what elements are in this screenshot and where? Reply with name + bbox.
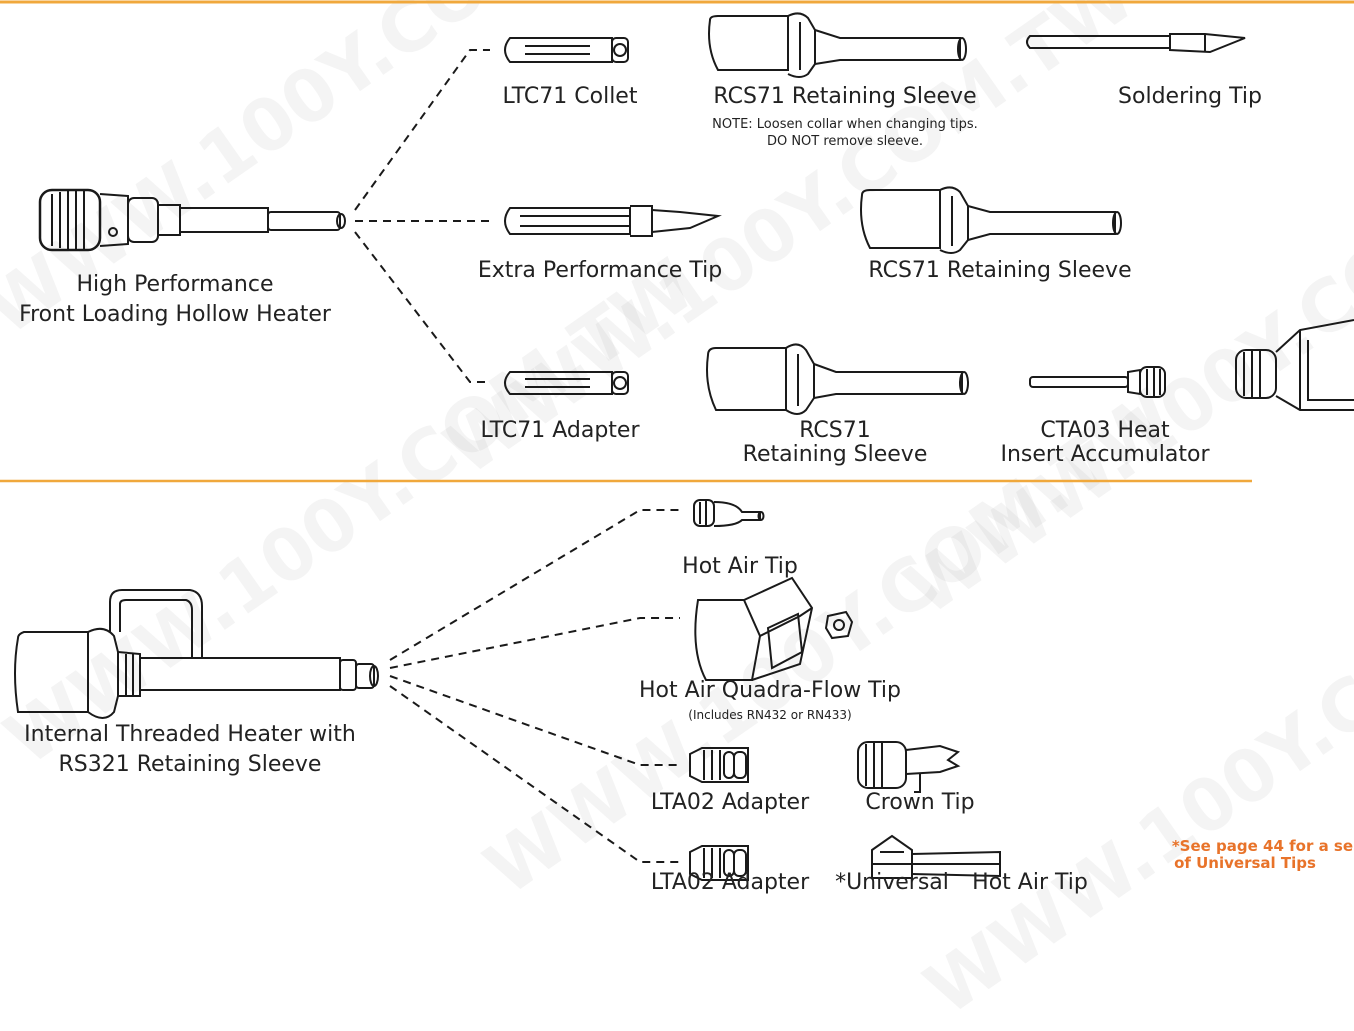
hot-air-tip-label: Hot Air Tip — [640, 554, 840, 580]
quadra-flow-note: (Includes RN432 or RN433) — [640, 708, 900, 722]
note-line2: DO NOT remove sleeve. — [640, 134, 1050, 150]
lta02-adapter-label: LTA02 Adapter — [630, 790, 830, 816]
universal-hot-air-label: Hot Air Tip — [955, 870, 1105, 896]
extra-performance-tip-label: Extra Performance Tip — [450, 258, 750, 284]
heat-accumulator-icon — [1030, 367, 1165, 397]
connector-lines-top — [355, 50, 495, 382]
accumulator-label-line1: CTA03 Heat — [1020, 418, 1190, 444]
adapter-icon — [505, 372, 628, 394]
sleeve-label: RCS71 Retaining Sleeve — [840, 258, 1160, 284]
retaining-sleeve-icon — [707, 344, 968, 414]
extra-performance-tip-icon — [505, 206, 718, 236]
threaded-heater-label-line1: Internal Threaded Heater with — [0, 722, 380, 748]
sleeve-label-line2: Retaining Sleeve — [720, 442, 950, 468]
lta02-adapter-icon — [690, 748, 748, 782]
lta02-adapter-label: LTA02 Adapter — [630, 870, 830, 896]
heater-label-line2: Front Loading Hollow Heater — [0, 302, 350, 328]
universal-label: *Universal — [822, 870, 962, 896]
accumulator-label-line2: Insert Accumulator — [980, 442, 1230, 468]
quadra-flow-label: Hot Air Quadra-Flow Tip — [620, 678, 920, 704]
adapter-label: LTC71 Adapter — [460, 418, 660, 444]
sleeve-label: RCS71 Retaining Sleeve — [700, 84, 990, 110]
hot-air-tip-icon — [694, 500, 764, 526]
quadra-flow-tip-icon — [695, 578, 812, 680]
collet-icon — [505, 38, 628, 62]
hot-air-nozzle-partial-icon — [1236, 320, 1354, 410]
rn-nozzle-icon — [826, 612, 852, 638]
diagram-canvas: WWW.100Y.COM.TW WWW.100Y.COM.TW WWW.100Y… — [0, 0, 1354, 896]
collet-label: LTC71 Collet — [490, 84, 650, 110]
threaded-heater-label-line2: RS321 Retaining Sleeve — [0, 752, 380, 778]
heater-icon — [40, 190, 345, 250]
threaded-heater-icon — [15, 590, 378, 718]
heater-label-line1: High Performance — [0, 272, 350, 298]
crown-tip-icon — [858, 742, 958, 792]
see-page-note-line2: of Universal Tips — [1170, 855, 1320, 872]
see-page-note-line1: *See page 44 for a sel — [1150, 838, 1354, 855]
sleeve-label-line1: RCS71 — [750, 418, 920, 444]
retaining-sleeve-icon — [861, 187, 1121, 253]
soldering-tip-icon — [1027, 34, 1245, 52]
note-line1: NOTE: Loosen collar when changing tips. — [640, 117, 1050, 133]
retaining-sleeve-icon — [709, 13, 966, 77]
soldering-tip-label: Soldering Tip — [1080, 84, 1300, 110]
crown-tip-label: Crown Tip — [845, 790, 995, 816]
